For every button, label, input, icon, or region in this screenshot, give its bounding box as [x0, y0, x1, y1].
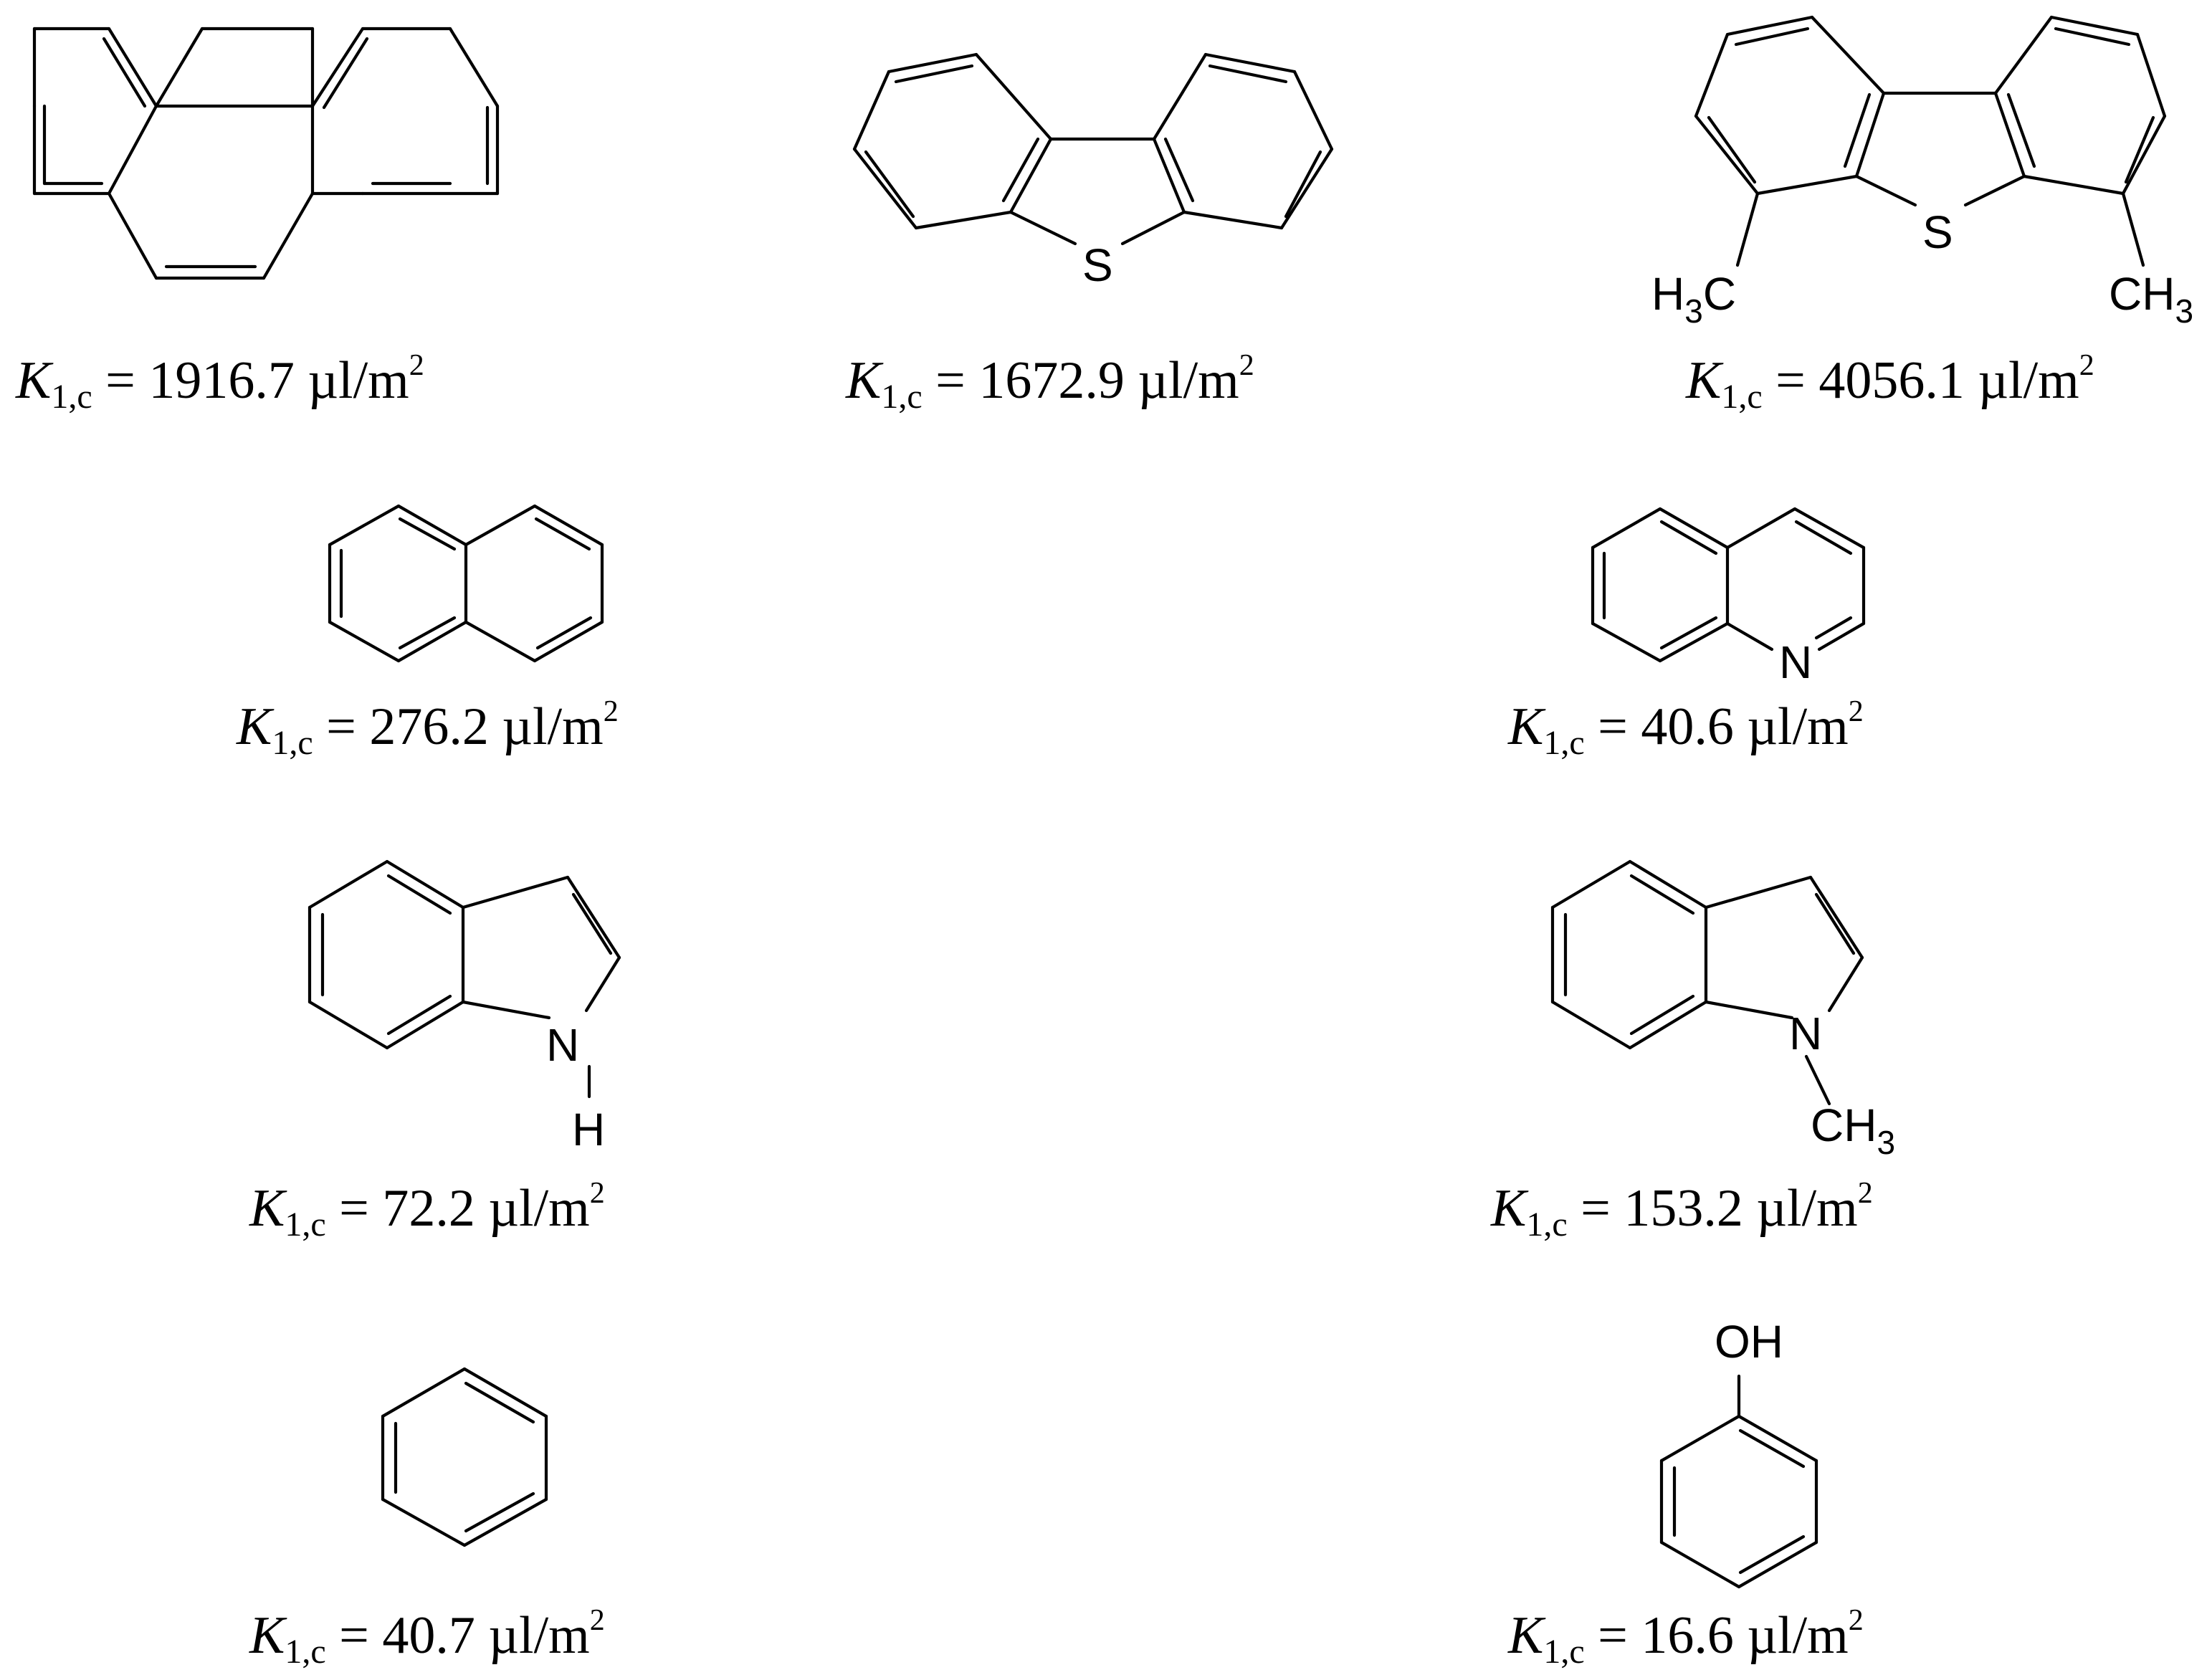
indole-structure: N H [308, 859, 621, 1155]
atom-label-n: N [546, 1019, 579, 1071]
phenol-structure: OH [1659, 1316, 1818, 1589]
atom-label-s: S [1082, 239, 1113, 291]
k-label-indole: K1,c = 72.2 µl/m2 [249, 1177, 605, 1244]
methyl-right-label: CH3 [2109, 268, 2193, 330]
atom-label-n: N [1779, 636, 1812, 688]
methyl-left-label: H3C [1651, 268, 1736, 330]
k-label-phenol: K1,c = 16.6 µl/m2 [1507, 1604, 1864, 1671]
k-label-methylindole: K1,c = 153.2 µl/m2 [1490, 1177, 1873, 1244]
k-label-dibenzothiophene: K1,c = 1672.9 µl/m2 [845, 349, 1254, 416]
quinoline-structure: N [1591, 507, 1866, 688]
atom-label-oh: OH [1715, 1316, 1783, 1368]
methylindole-structure: N CH3 [1550, 859, 1895, 1161]
naphthalene-structure [328, 504, 604, 663]
k-label-phenanthrene: K1,c = 1916.7 µl/m2 [15, 349, 424, 416]
atom-label-n: N [1789, 1008, 1822, 1059]
dibenzothiophene-structure: S [852, 52, 1334, 291]
phenanthrene-structure [32, 27, 500, 280]
benzene-structure [381, 1367, 548, 1547]
k-label-quinoline: K1,c = 40.6 µl/m2 [1507, 695, 1864, 762]
atom-label-h: H [572, 1104, 605, 1155]
k-label-naphthalene: K1,c = 276.2 µl/m2 [236, 695, 619, 762]
atom-label-s: S [1922, 206, 1953, 258]
k-label-dimethyldibenzothiophene: K1,c = 4056.1 µl/m2 [1685, 349, 2094, 416]
methyl-label: CH3 [1811, 1099, 1895, 1161]
k-label-benzene: K1,c = 40.7 µl/m2 [249, 1604, 605, 1671]
dimethyldibenzothiophene-structure: S H3C CH3 [1651, 15, 2193, 330]
